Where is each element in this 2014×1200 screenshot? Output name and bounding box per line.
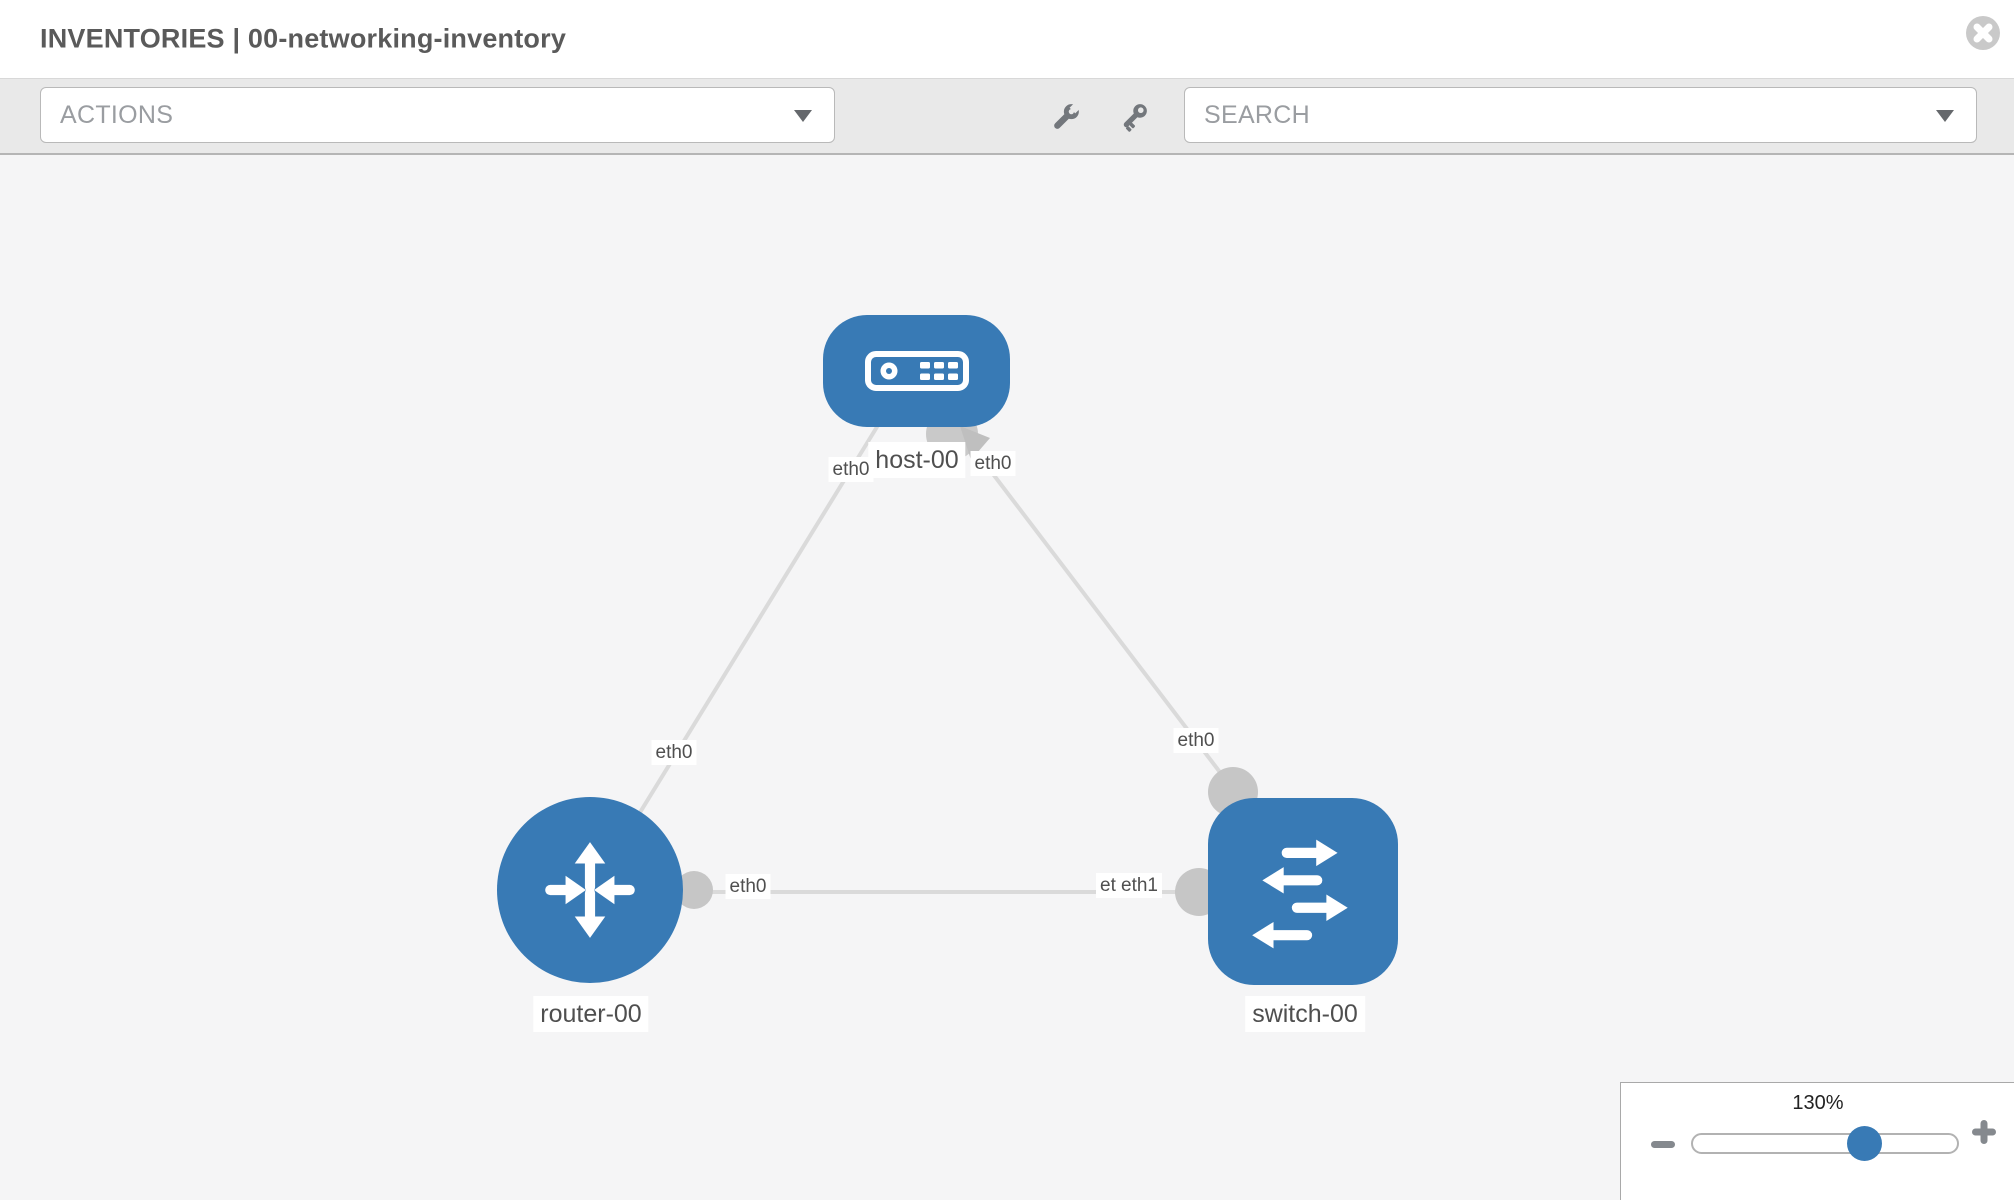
key-icon[interactable] [1115, 100, 1151, 136]
iface-label-host-eth0-right: eth0 [970, 451, 1016, 476]
minus-icon [1651, 1141, 1675, 1148]
node-router-00[interactable] [497, 797, 683, 983]
search-dropdown[interactable]: SEARCH [1184, 87, 1977, 143]
canvas-background [0, 154, 2014, 1200]
toolbar: ACTIONS SEARCH [0, 78, 2014, 155]
zoom-level-value: 130% [1792, 1092, 1844, 1114]
iface-label-router-eth0-right: eth0 [725, 874, 771, 899]
wrench-icon[interactable] [1047, 100, 1083, 136]
page-title: INVENTORIES | 00-networking-inventory [40, 23, 567, 54]
actions-dropdown[interactable]: ACTIONS [40, 87, 835, 143]
close-icon [1966, 16, 2000, 50]
link-arrowhead [960, 426, 990, 460]
zoom-panel: 130% [1620, 1082, 2014, 1200]
iface-label-switch-eth1-front: eth1 [1117, 873, 1162, 898]
router-icon [545, 842, 635, 938]
node-label-host: host-00 [868, 442, 966, 478]
link-host-router [626, 420, 882, 834]
port-dot-router-right [675, 871, 713, 909]
chevron-down-icon [1936, 110, 1954, 122]
switch-icon [1252, 839, 1348, 949]
node-label-router: router-00 [533, 996, 649, 1032]
plus-icon [1972, 1120, 1996, 1144]
zoom-in-button[interactable] [1969, 1117, 1999, 1147]
header: INVENTORIES | 00-networking-inventory [0, 0, 2014, 78]
node-switch-00[interactable] [1208, 798, 1398, 985]
zoom-out-button[interactable] [1649, 1131, 1677, 1157]
zoom-slider[interactable] [1691, 1133, 1959, 1154]
actions-dropdown-label: ACTIONS [60, 100, 174, 129]
host-icon [864, 351, 969, 391]
chevron-down-icon [794, 110, 812, 122]
iface-label-router-eth0-up: eth0 [651, 740, 697, 765]
search-placeholder: SEARCH [1204, 100, 1310, 129]
zoom-slider-thumb[interactable] [1847, 1126, 1882, 1161]
iface-label-switch-eth0-top: eth0 [1173, 728, 1219, 753]
node-label-switch: switch-00 [1245, 996, 1365, 1032]
close-button[interactable] [1965, 15, 2001, 51]
node-host-00[interactable] [823, 315, 1010, 427]
iface-label-host-eth0-left: eth0 [828, 457, 874, 482]
